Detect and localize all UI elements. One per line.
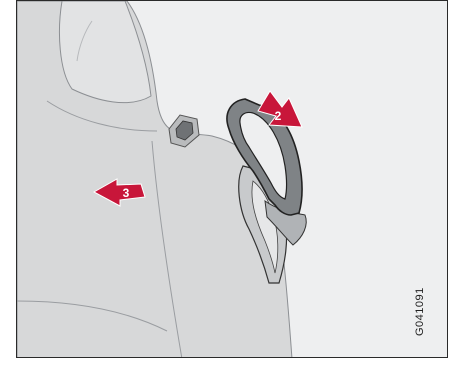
figure-reference-code: G041091 [414,287,426,336]
callout-label-3: 3 [123,186,130,200]
callout-label-2: 2 [275,109,282,123]
seat-headrest [59,1,151,103]
seat-illustration: 2 3 [17,1,448,358]
illustration-frame: 2 3 [16,0,448,358]
